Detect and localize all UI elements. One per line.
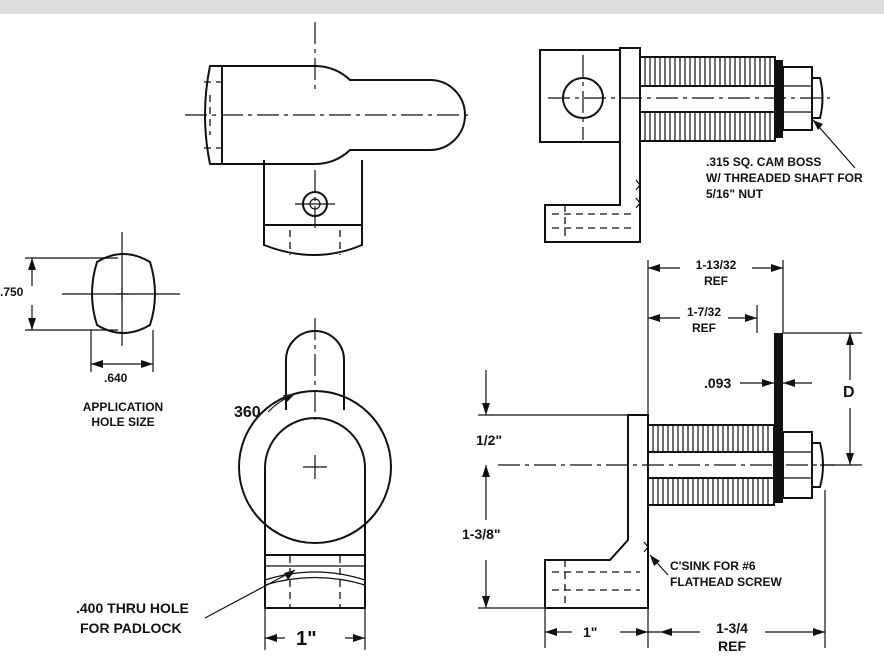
front-view [204,318,392,650]
dim-1in-bottom-label: 1" [296,628,317,650]
dim-1in-side-label: 1" [583,624,598,640]
ref-label-2: REF [692,321,716,335]
dim-1-3-8-label: 1-3/8" [462,526,501,542]
top-view [185,22,470,256]
side-view-top [539,47,856,243]
dim-093-label: .093 [704,375,732,391]
thread-hatch-upper [644,57,771,141]
dim-half-label: 1/2" [476,432,503,448]
dim-1-7-32-label: 1-7/32 [686,305,722,319]
dim-1-3-4-label: 1-3/4 [716,620,748,636]
thru-hole-label: .400 THRU HOLE [76,600,189,616]
dim-750-label: .750 [0,285,24,299]
nut-label: 5/16" NUT [706,187,764,201]
dim-640-label: .640 [104,371,128,385]
ref-label-3: REF [718,638,746,654]
hole-size-label: HOLE SIZE [91,415,155,429]
dim-1-13-32-label: 1-13/32 [695,258,737,272]
cam-boss-label: .315 SQ. CAM BOSS [706,155,822,169]
angle-360-label: 360 [234,404,261,421]
thread-hatch-lower [652,425,769,505]
csink-label: C'SINK FOR #6 [670,559,756,573]
flathead-label: FLATHEAD SCREW [670,575,782,589]
dim-d-label: D [843,384,855,401]
for-padlock-label: FOR PADLOCK [80,620,182,636]
top-bar [0,0,884,14]
application-label: APPLICATION [82,400,164,414]
application-hole-view [25,232,180,372]
ref-label-1: REF [704,274,728,288]
side-view-bottom [478,260,862,648]
threaded-shaft-label: W/ THREADED SHAFT FOR [706,171,863,185]
